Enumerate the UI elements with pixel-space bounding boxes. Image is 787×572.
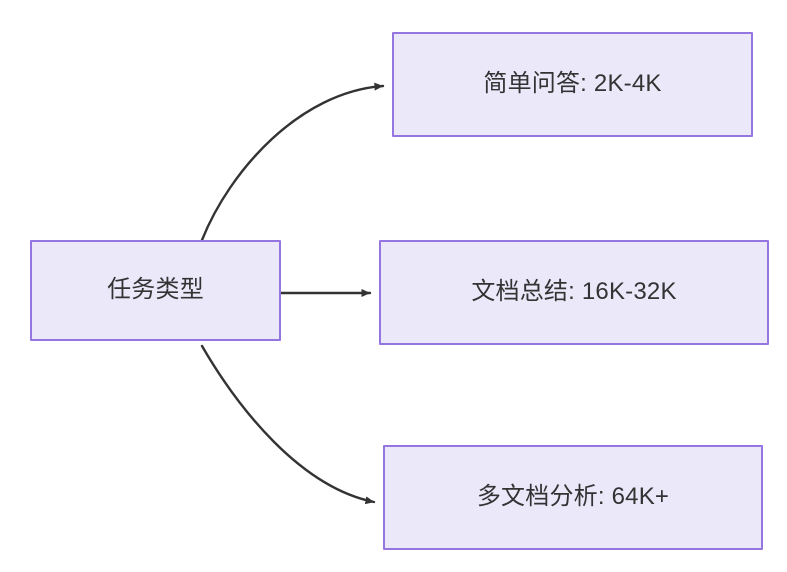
node-label-multi-doc-analysis: 多文档分析: 64K+ xyxy=(476,483,670,511)
node-simple-qa[interactable]: 简单问答: 2K-4K xyxy=(392,32,753,137)
edge-root-to-simple-qa xyxy=(200,82,385,242)
node-label-doc-summary: 文档总结: 16K-32K xyxy=(471,278,677,306)
node-label-task-type-root: 任务类型 xyxy=(107,276,204,304)
node-task-type-root[interactable]: 任务类型 xyxy=(30,240,281,341)
edge-root-to-multi-doc xyxy=(200,344,376,505)
node-label-simple-qa: 简单问答: 2K-4K xyxy=(483,70,662,98)
node-doc-summary[interactable]: 文档总结: 16K-32K xyxy=(379,240,769,345)
node-multi-doc-analysis[interactable]: 多文档分析: 64K+ xyxy=(383,445,763,550)
